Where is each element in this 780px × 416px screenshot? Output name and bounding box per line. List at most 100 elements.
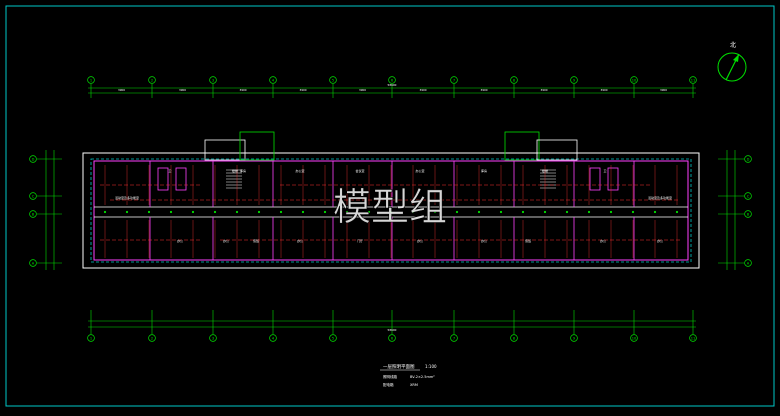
axis-left-C-label: C bbox=[32, 194, 35, 198]
drawing-scale: 1:100 bbox=[425, 364, 437, 369]
axis-top-6-label: 6 bbox=[391, 78, 394, 82]
span-top: 3900 bbox=[359, 88, 366, 92]
axis-bottom-1-label: 1 bbox=[90, 336, 92, 340]
axis-top-7-bubble bbox=[450, 76, 458, 84]
room-top-label: 办公室 bbox=[295, 168, 304, 173]
axis-bottom-8-label: 8 bbox=[513, 336, 516, 340]
room-bottom-label: 值班 bbox=[253, 238, 259, 243]
axis-right-A-label: A bbox=[747, 261, 750, 265]
room-labels: 活动室及多功能室活动室及多功能室卫楼梯库房办公室会议室办公室库房楼梯卫办公办公值… bbox=[115, 168, 672, 243]
axis-bottom-9-bubble bbox=[570, 334, 578, 342]
axis-bottom-6-label: 6 bbox=[391, 336, 394, 340]
light-fixture-icon bbox=[411, 210, 415, 214]
axis-bottom-5-label: 5 bbox=[332, 336, 334, 340]
axis-bottom-7-label: 7 bbox=[453, 336, 455, 340]
room-bottom-label: 办公 bbox=[177, 238, 183, 243]
axis-bottom-4-label: 4 bbox=[272, 336, 275, 340]
axis-top-5-bubble bbox=[329, 76, 337, 84]
axis-bottom-4-bubble bbox=[269, 334, 277, 342]
north-label: 北 bbox=[730, 41, 736, 49]
axis-left-A-bubble bbox=[29, 259, 37, 267]
room-top-label: 库房 bbox=[481, 168, 487, 173]
axis-right-B-bubble bbox=[744, 210, 752, 218]
light-fixture-icon bbox=[125, 210, 129, 214]
axis-bottom-7-bubble bbox=[450, 334, 458, 342]
light-fixture-icon bbox=[345, 210, 349, 214]
light-fixture-icon bbox=[433, 210, 437, 214]
light-fixture-icon bbox=[191, 210, 195, 214]
room-top-label: 卫 bbox=[168, 169, 171, 173]
axis-bottom-3-bubble bbox=[209, 334, 217, 342]
stair bbox=[540, 169, 556, 189]
room-top-label: 库房 bbox=[240, 168, 246, 173]
axis-top-11-label: 11 bbox=[691, 78, 696, 82]
light-fixture-icon bbox=[609, 210, 613, 214]
watermark: 模型组 bbox=[333, 185, 447, 229]
span-top: 3900 bbox=[118, 88, 125, 92]
light-fixture-icon bbox=[323, 210, 327, 214]
room-top-label: 会议室 bbox=[355, 168, 364, 173]
axis-top-1-bubble bbox=[87, 76, 95, 84]
room-bottom-label: 办公 bbox=[417, 238, 423, 243]
light-fixture-icon bbox=[235, 210, 239, 214]
light-fixture-icon bbox=[565, 210, 569, 214]
light-fixture-icon bbox=[521, 210, 525, 214]
axis-top-9-label: 9 bbox=[573, 78, 576, 82]
axis-left-A-label: A bbox=[32, 261, 35, 265]
light-fixture-icon bbox=[455, 210, 459, 214]
axis-bottom-11-bubble bbox=[689, 334, 697, 342]
axis-top-10-bubble bbox=[630, 76, 638, 84]
axis-bottom-5-bubble bbox=[329, 334, 337, 342]
light-fixture-icon bbox=[587, 210, 591, 214]
axis-right-C-bubble bbox=[744, 192, 752, 200]
light-fixture-icon bbox=[301, 210, 305, 214]
span-top: 3900 bbox=[540, 88, 547, 92]
axis-left-B-bubble bbox=[29, 210, 37, 218]
drawing-title: 一层照明平面图 bbox=[383, 364, 415, 370]
light-fixture-icon bbox=[389, 210, 393, 214]
room-right-wing: 活动室及多功能室 bbox=[648, 195, 672, 200]
axis-left-D-label: D bbox=[32, 157, 35, 161]
span-top: 3900 bbox=[660, 88, 667, 92]
light-fixture-icon bbox=[103, 210, 107, 214]
north-arrow-icon: 北 bbox=[717, 41, 747, 82]
axis-top-5-label: 5 bbox=[332, 78, 334, 82]
axis-right-D-bubble bbox=[744, 155, 752, 163]
axis-left-B-label: B bbox=[32, 212, 35, 216]
dim-total-bottom: 58600 bbox=[388, 328, 397, 332]
toilet-stall bbox=[607, 167, 619, 191]
axis-top-7-label: 7 bbox=[453, 78, 455, 82]
axis-bottom-3-label: 3 bbox=[212, 336, 214, 340]
note-2-label: 配电箱 bbox=[383, 382, 394, 387]
axis-top-2-bubble bbox=[148, 76, 156, 84]
axis-top-1-label: 1 bbox=[90, 78, 92, 82]
axis-bottom-6-bubble bbox=[388, 334, 396, 342]
light-fixture-icon bbox=[499, 210, 503, 214]
span-top: 3900 bbox=[480, 88, 487, 92]
span-top: 3900 bbox=[179, 88, 186, 92]
light-fixture-icon bbox=[675, 210, 679, 214]
note-1-value: BV-2×2.5mm² bbox=[410, 375, 435, 379]
span-top: 3900 bbox=[239, 88, 246, 92]
room-partitions bbox=[149, 161, 635, 260]
stair bbox=[226, 169, 242, 189]
axis-bottom-2-label: 2 bbox=[151, 336, 153, 340]
axis-right-D-label: D bbox=[747, 157, 750, 161]
room-top-label: 卫 bbox=[603, 169, 606, 173]
axis-top-9-bubble bbox=[570, 76, 578, 84]
light-fixture-icon bbox=[653, 210, 657, 214]
axis-bottom-11-label: 11 bbox=[691, 336, 696, 340]
axis-bottom-2-bubble bbox=[148, 334, 156, 342]
dim-total-top: 58600 bbox=[388, 83, 397, 87]
toilet-stall bbox=[589, 167, 601, 191]
building-outline bbox=[82, 131, 700, 269]
room-left-wing: 活动室及多功能室 bbox=[115, 195, 139, 200]
axis-top-10-label: 10 bbox=[632, 78, 637, 82]
axis-right-A-bubble bbox=[744, 259, 752, 267]
axis-right-B-label: B bbox=[747, 212, 750, 216]
